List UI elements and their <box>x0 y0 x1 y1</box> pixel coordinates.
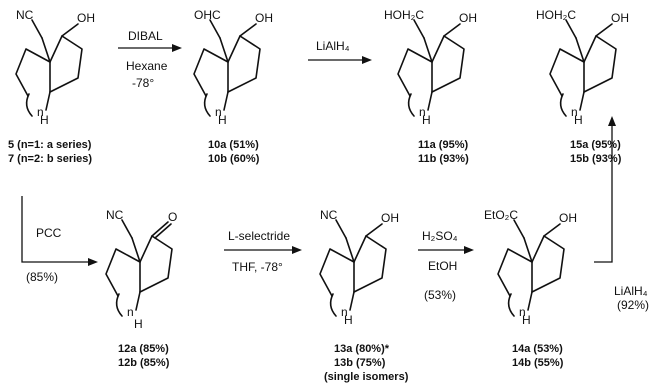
n-label: n <box>571 105 578 119</box>
ring-atom-label: OH <box>559 211 577 225</box>
compound-diol-15: HOH₂C OH n H 15a (95%) 15b (93%) <box>536 8 629 165</box>
h-label: H <box>40 113 49 127</box>
compound-ester: EtO₂C OH n H 14a (53%) 14b (55%) <box>484 208 577 369</box>
n-label: n <box>127 305 134 319</box>
n-label: n <box>519 305 526 319</box>
compound-alcohol-13: NC OH n H 13a (80%)* 13b (75%) (single i… <box>319 208 409 383</box>
reagent-label: -78° <box>132 76 154 90</box>
ring-atom-label: OH <box>611 11 629 25</box>
n-label: n <box>37 105 44 119</box>
compound-caption: 10b (60%) <box>208 153 260 165</box>
substituent-label: OHC <box>194 8 221 22</box>
h-label: H <box>134 317 143 331</box>
compound-aldehyde: OHC OH n H 10a (51%) 10b (60%) <box>193 8 273 165</box>
ring-atom-label: OH <box>459 11 477 25</box>
step-l-selectride: L-selectride THF, -78° <box>224 229 302 274</box>
compound-caption: 13b (75%) <box>334 357 386 369</box>
reagent-label: LiAlH₄ <box>316 39 350 53</box>
compound-caption: 12a (85%) <box>118 343 169 355</box>
reagent-label: LiAlH₄ <box>614 284 648 298</box>
compound-caption: 15b (93%) <box>570 153 622 165</box>
h-label: H <box>218 113 227 127</box>
compound-caption: 7 (n=2: b series) <box>8 153 92 165</box>
n-label: n <box>341 305 348 319</box>
reagent-label: Hexane <box>126 59 168 73</box>
n-label: n <box>215 105 222 119</box>
reagent-label: THF, -78° <box>232 260 283 274</box>
reagent-label: (53%) <box>424 288 456 302</box>
n-label: n <box>419 105 426 119</box>
compound-caption: 13a (80%)* <box>334 343 390 355</box>
substituent-label: HOH₂C <box>384 8 424 22</box>
reagent-label: H₂SO₄ <box>422 229 458 243</box>
compound-caption: 12b (85%) <box>118 357 170 369</box>
reagent-label: EtOH <box>428 259 457 273</box>
compound-caption: 15a (95%) <box>570 139 621 151</box>
reagent-label: (92%) <box>617 298 649 312</box>
step-dibal: DIBAL Hexane -78° <box>118 29 182 90</box>
substituent-label: NC <box>320 208 338 222</box>
compound-caption: 11b (93%) <box>418 153 469 165</box>
substituent-label: NC <box>16 8 34 22</box>
step-pcc: PCC (85%) <box>21 196 98 284</box>
substituent-label: EtO₂C <box>484 208 518 222</box>
reagent-label: DIBAL <box>128 29 163 43</box>
reagent-label: (85%) <box>26 270 58 284</box>
compound-caption: 10a (51%) <box>208 139 259 151</box>
ring-atom-label: OH <box>77 11 95 25</box>
compound-ketone: NC O n H 12a (85%) 12b (85%) <box>105 208 177 369</box>
compound-caption: 5 (n=1: a series) <box>8 139 92 151</box>
compound-caption: 14a (53%) <box>512 343 563 355</box>
compound-caption: 11a (95%) <box>418 139 468 151</box>
compound-start: NC OH n H 5 (n=1: a series) 7 (n=2: b se… <box>8 8 95 165</box>
h-label: H <box>522 313 531 327</box>
compound-caption: 14b (55%) <box>512 357 564 369</box>
compound-diol-11: HOH₂C OH n H 11a (95%) 11b (93%) <box>384 8 477 165</box>
ring-atom-label: OH <box>255 11 273 25</box>
substituent-label: HOH₂C <box>536 8 576 22</box>
compound-caption: (single isomers) <box>324 371 409 383</box>
reagent-label: PCC <box>36 226 62 240</box>
step-lialh4-top: LiAlH₄ <box>308 39 372 64</box>
step-lialh4-right: LiAlH₄ (92%) <box>594 116 649 312</box>
substituent-label: NC <box>106 208 124 222</box>
ring-atom-label: O <box>168 210 177 224</box>
ring-atom-label: OH <box>381 211 399 225</box>
reagent-label: L-selectride <box>228 229 290 243</box>
h-label: H <box>574 113 583 127</box>
h-label: H <box>344 313 353 327</box>
step-h2so4: H₂SO₄ EtOH (53%) <box>418 229 474 302</box>
h-label: H <box>422 113 431 127</box>
